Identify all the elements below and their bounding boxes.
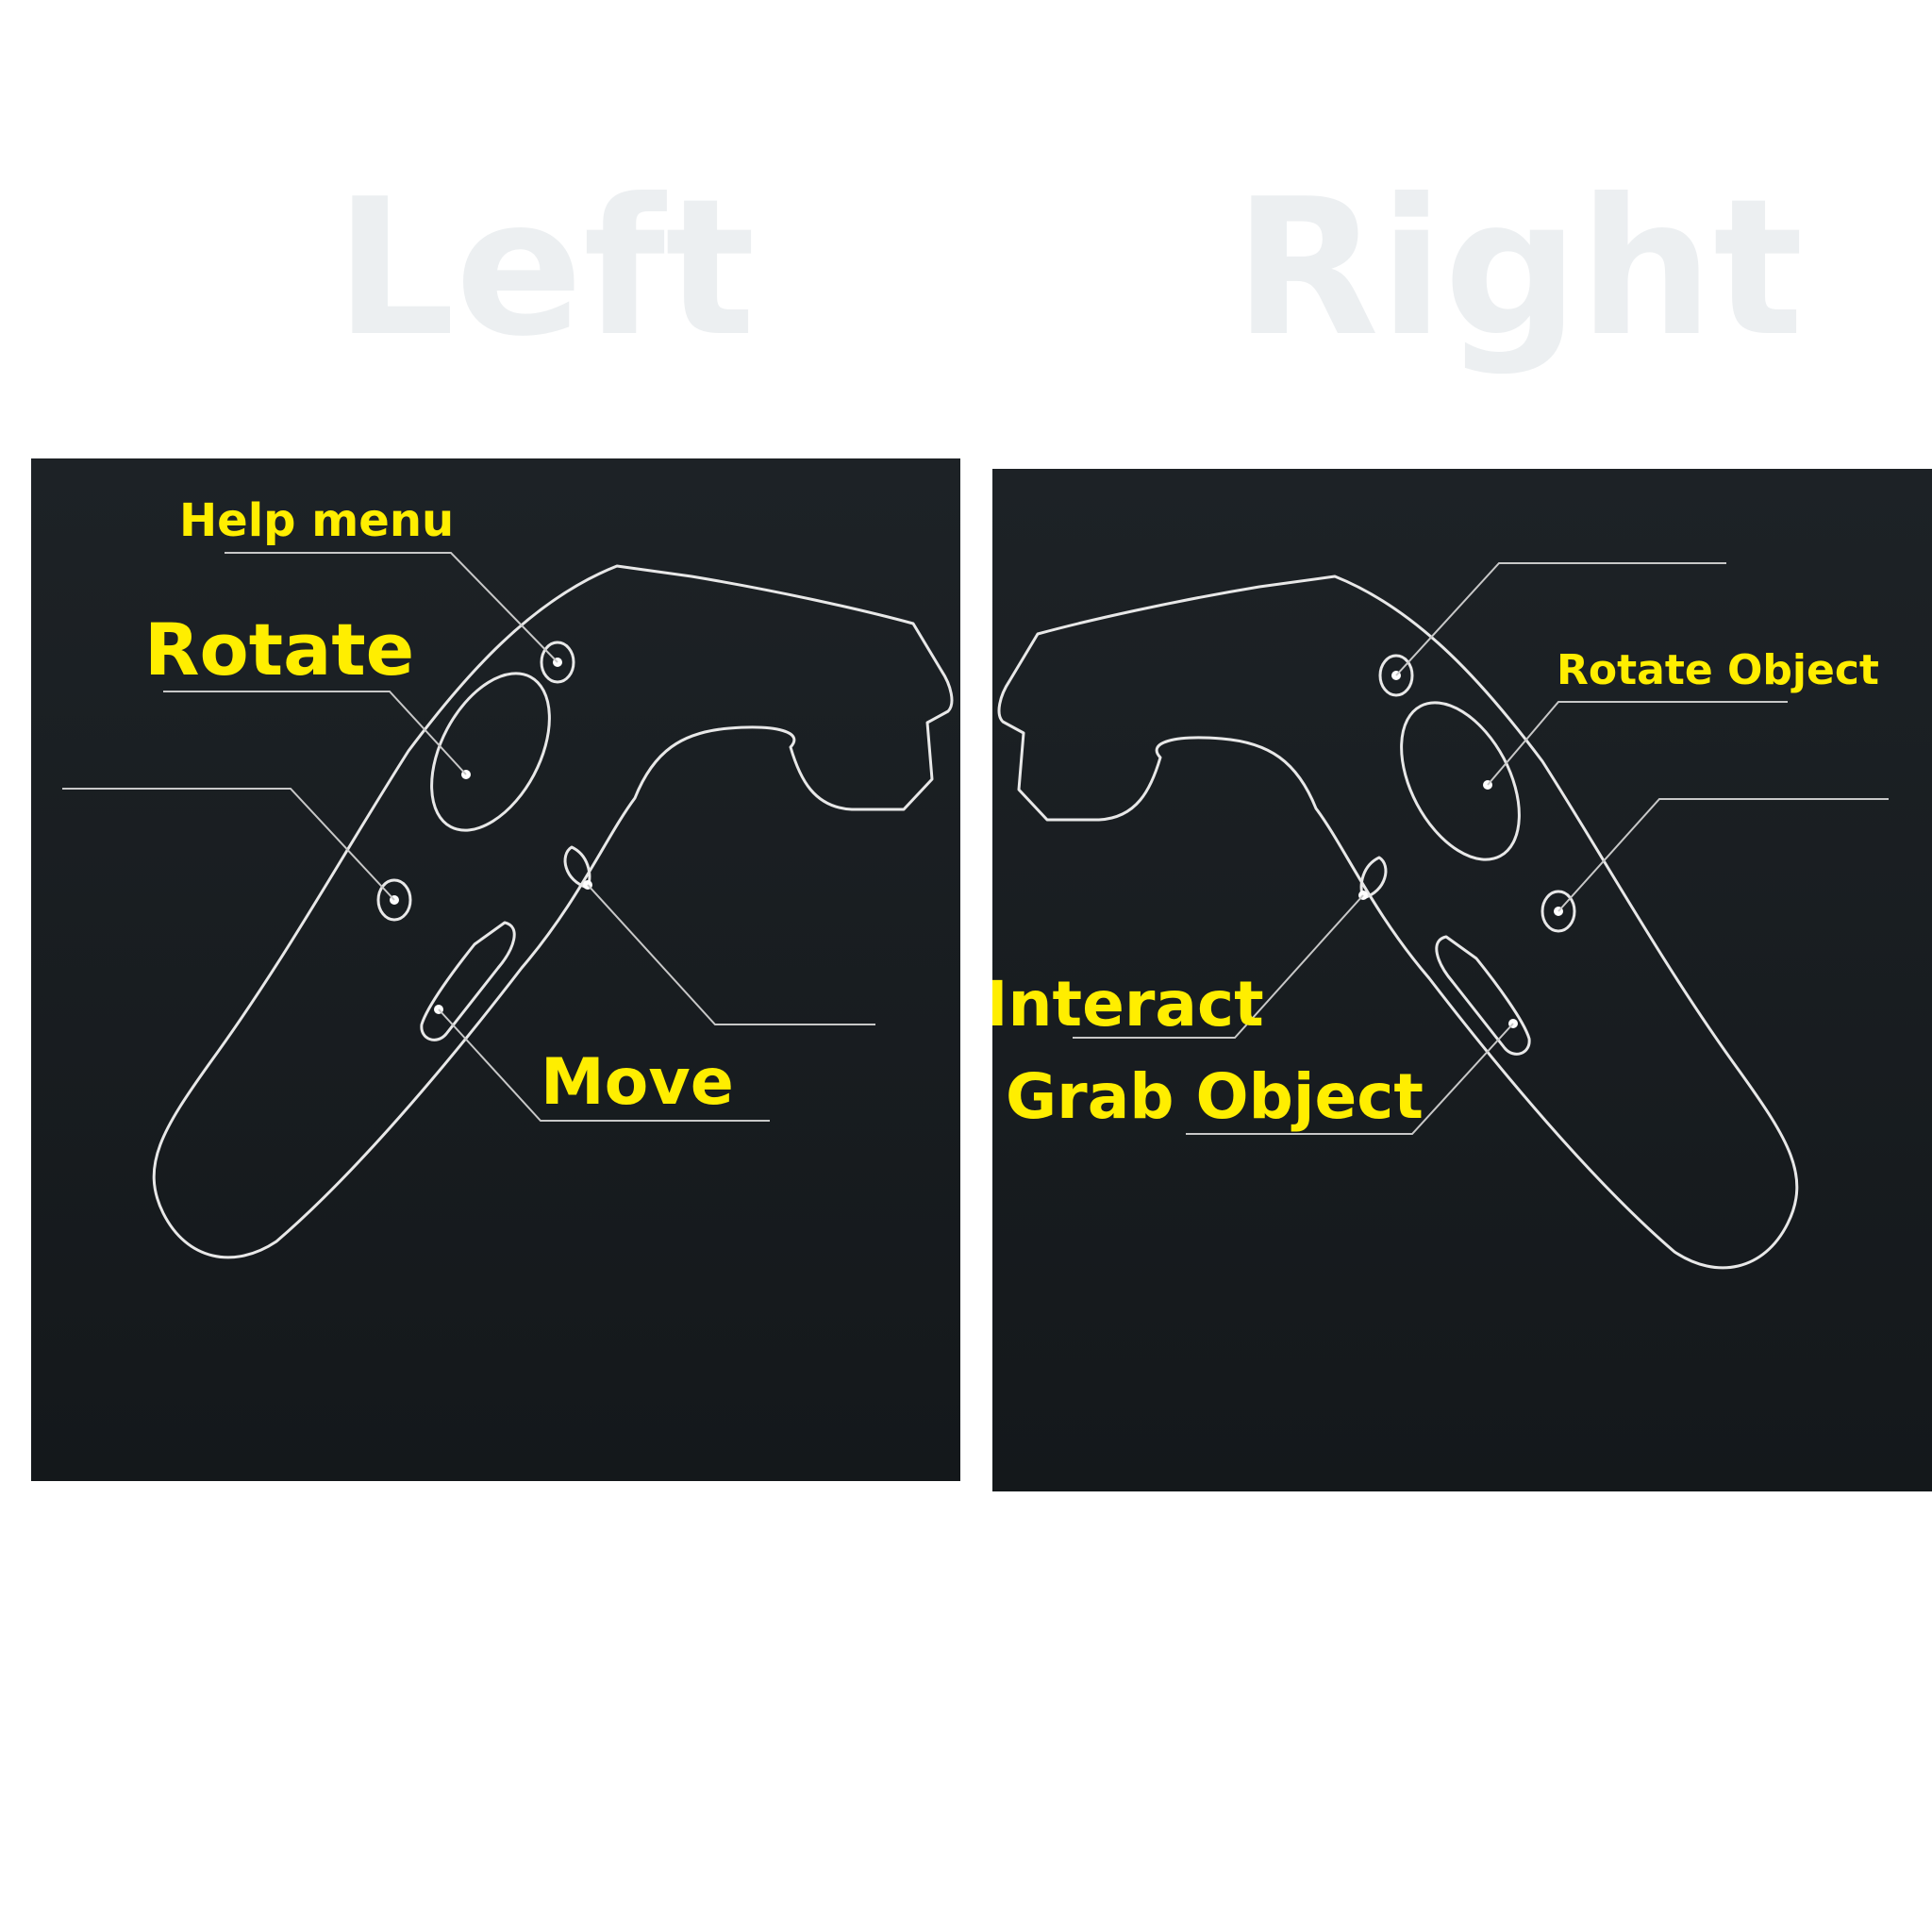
move-label: Move [541,1045,734,1120]
right-controller-outline [997,575,1799,1270]
right-leader-lines [1073,562,1889,1135]
help-menu-label: Help menu [179,494,455,547]
left-controller-diagram [62,552,954,1259]
interact-label: Interact [992,968,1264,1041]
left-controller-panel: Help menu Rotate Move [31,458,960,1481]
right-controller-diagram [997,562,1889,1270]
rotate-label: Rotate [144,608,415,691]
grab-object-label: Grab Object [1006,1060,1424,1133]
left-controller-dots [390,658,592,1014]
rotate-object-label: Rotate Object [1557,646,1879,694]
right-controller-panel: Rotate Object Interact Grab Object [992,469,1932,1491]
right-heading: Right [1234,158,1804,378]
left-controller-outline [152,564,954,1259]
left-leader-lines [62,552,875,1122]
right-controller-dots [1358,671,1563,1028]
left-heading: Left [335,158,756,378]
